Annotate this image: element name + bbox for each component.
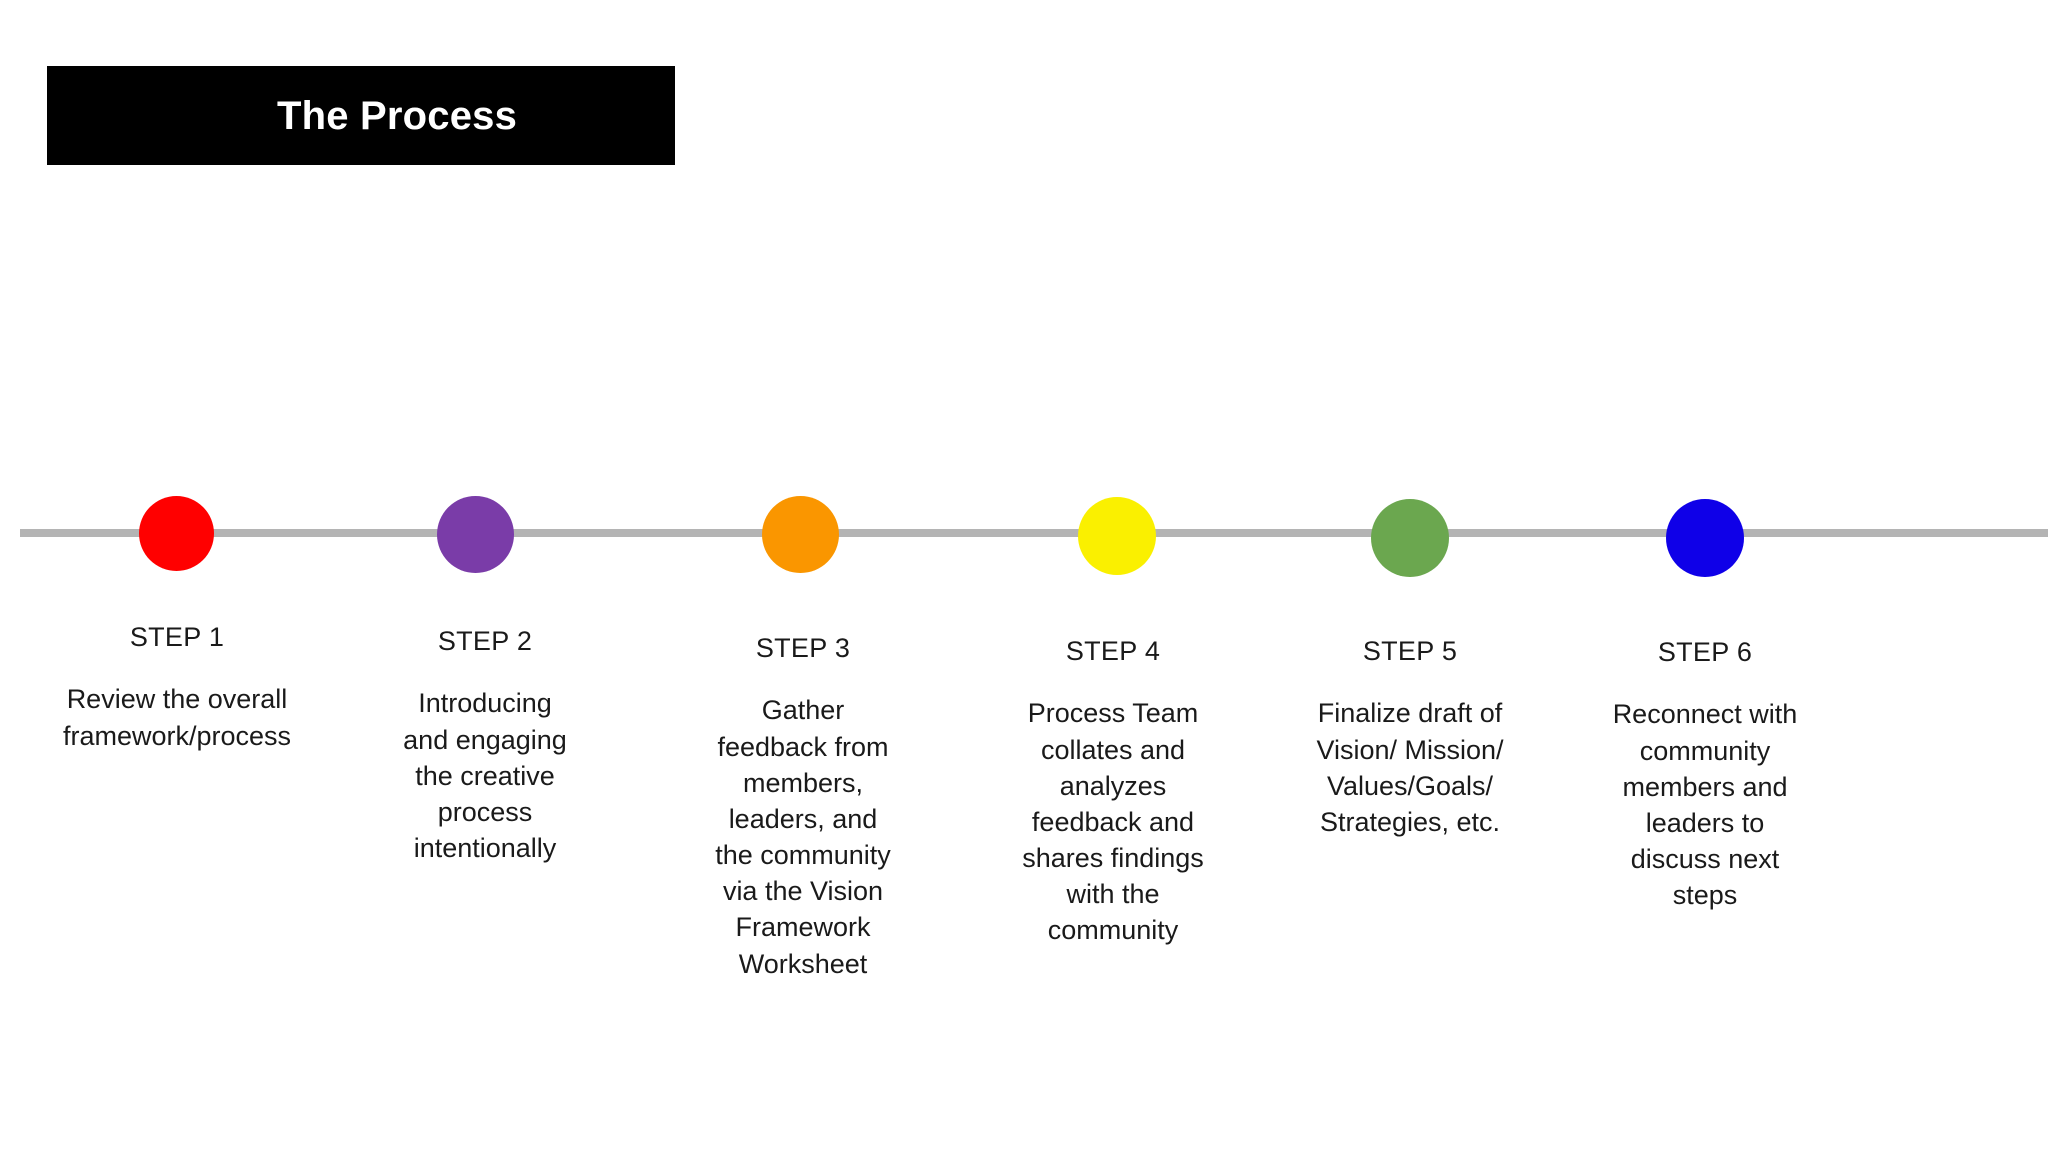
timeline-node-step-3[interactable]: [762, 496, 839, 573]
step-label-6: STEP 6: [1657, 637, 1753, 667]
step-block-5: STEP 5 Finalize draft of Vision/ Mission…: [1290, 635, 1530, 840]
step-label-3: STEP 3: [755, 633, 851, 663]
step-block-1: STEP 1 Review the overall framework/proc…: [27, 621, 327, 754]
step-description-4: Process Team collates and analyzes feedb…: [1022, 698, 1204, 946]
step-block-6: STEP 6 Reconnect with community members …: [1585, 636, 1825, 913]
title-banner: The Process: [47, 66, 675, 165]
timeline-node-step-6[interactable]: [1666, 499, 1744, 577]
step-label-4: STEP 4: [1065, 636, 1161, 666]
timeline-node-step-2[interactable]: [437, 496, 514, 573]
step-label-5: STEP 5: [1362, 636, 1458, 666]
timeline-node-step-1[interactable]: [139, 496, 214, 571]
step-label-1: STEP 1: [129, 622, 225, 652]
step-description-2: Introducing and engaging the creative pr…: [403, 688, 567, 864]
step-block-2: STEP 2 Introducing and engaging the crea…: [365, 625, 605, 866]
step-label-2: STEP 2: [437, 626, 533, 656]
step-description-5: Finalize draft of Vision/ Mission/ Value…: [1316, 698, 1504, 837]
timeline-axis-line: [20, 529, 2048, 537]
step-description-6: Reconnect with community members and lea…: [1612, 699, 1798, 911]
step-block-3: STEP 3 Gather feedback from members, lea…: [680, 632, 926, 982]
page-title: The Process: [276, 93, 518, 138]
step-block-4: STEP 4 Process Team collates and analyze…: [993, 635, 1233, 949]
step-description-1: Review the overall framework/process: [62, 684, 292, 751]
timeline-node-step-4[interactable]: [1078, 497, 1156, 575]
step-description-3: Gather feedback from members, leaders, a…: [715, 695, 891, 979]
timeline-node-step-5[interactable]: [1371, 499, 1449, 577]
